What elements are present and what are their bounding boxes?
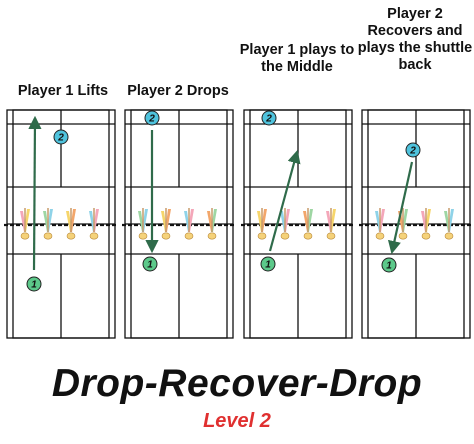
shuttlecock-icon [303, 208, 313, 240]
step-title-4: Player 2 Recovers and plays the shuttle … [357, 6, 473, 73]
shuttlecock-icon [66, 208, 76, 240]
player-2-marker-label: 2 [148, 114, 155, 125]
player-2-marker: 2 [405, 142, 421, 158]
shuttlecock-icon [138, 208, 148, 240]
player-2-marker-label: 2 [409, 146, 416, 157]
player-1-marker-label: 1 [265, 260, 271, 271]
player-2-marker-label: 2 [265, 114, 272, 125]
player-1-marker: 1 [26, 276, 42, 292]
shuttlecock-icon [20, 208, 30, 240]
shot-arrow [28, 115, 42, 271]
court-2: 12 [122, 109, 236, 339]
page-title: Drop-Recover-Drop [51, 362, 423, 405]
player-1-marker: 1 [260, 256, 276, 272]
shuttlecock-icon [375, 208, 385, 240]
court-4: 12 [359, 109, 473, 339]
shuttlecock-icon [184, 208, 194, 240]
shot-arrow [268, 149, 301, 252]
player-1-marker-label: 1 [147, 260, 153, 271]
level-label: Level 2 [203, 410, 271, 432]
shuttlecock-icon [207, 208, 217, 240]
player-1-marker: 1 [142, 256, 158, 272]
shuttlecock-icon [280, 208, 290, 240]
player-1-marker-label: 1 [31, 280, 37, 291]
shuttlecock-icon [444, 208, 454, 240]
court-3: 12 [241, 109, 355, 339]
shuttlecock-icon [43, 208, 53, 240]
shuttlecock-icon [257, 208, 267, 240]
player-2-marker: 2 [144, 110, 160, 126]
step-title-2: Player 2 Drops [127, 83, 229, 99]
shuttlecock-icon [421, 208, 431, 240]
player-1-marker: 1 [381, 257, 397, 273]
player-2-marker: 2 [53, 129, 69, 145]
court-1: 12 [4, 109, 118, 339]
step-title-1: Player 1 Lifts [17, 83, 109, 99]
player-2-marker: 2 [261, 110, 277, 126]
step-title-3: Player 1 plays to the Middle [239, 42, 355, 75]
shuttlecock-icon [89, 208, 99, 240]
player-1-marker-label: 1 [386, 261, 392, 272]
shuttlecock-icon [161, 208, 171, 240]
player-2-marker-label: 2 [57, 133, 64, 144]
shuttlecock-icon [326, 208, 336, 240]
shot-arrow [387, 161, 414, 255]
